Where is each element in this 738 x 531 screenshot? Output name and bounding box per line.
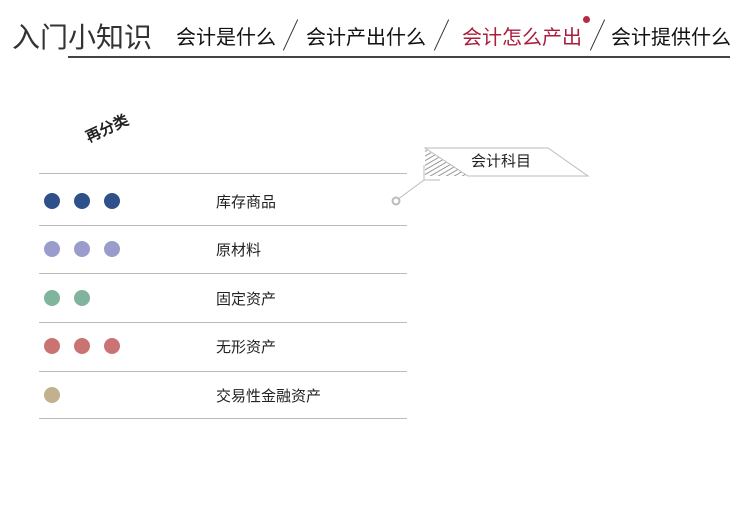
- row-divider: [39, 322, 407, 323]
- row-divider: [39, 273, 407, 274]
- tab-accounting-provides[interactable]: 会计提供什么: [611, 25, 731, 49]
- category-dot: [104, 338, 120, 354]
- tab-divider: [282, 19, 299, 51]
- category-dot: [44, 241, 60, 257]
- category-dot: [104, 193, 120, 209]
- category-dot: [44, 387, 60, 403]
- category-dot: [74, 338, 90, 354]
- callout-label: 会计科目: [471, 152, 532, 170]
- category-dot: [74, 193, 90, 209]
- category-dot: [44, 338, 60, 354]
- tab-how-accounting-produces[interactable]: 会计怎么产出: [462, 25, 582, 49]
- category-label: 库存商品: [216, 193, 277, 211]
- section-subtitle: 再分类: [82, 110, 132, 147]
- category-dot: [104, 241, 120, 257]
- tab-what-is-accounting[interactable]: 会计是什么: [176, 25, 276, 49]
- category-label: 原材料: [216, 241, 262, 259]
- category-label: 固定资产: [216, 290, 277, 308]
- page-title: 入门小知识: [12, 21, 153, 54]
- tab-divider: [589, 19, 606, 51]
- category-dot: [44, 290, 60, 306]
- category-label: 无形资产: [216, 338, 277, 356]
- row-divider: [39, 371, 407, 372]
- active-indicator-dot: [583, 16, 590, 23]
- row-divider: [39, 225, 407, 226]
- row-divider: [39, 173, 407, 174]
- tab-divider: [433, 19, 450, 51]
- category-label: 交易性金融资产: [216, 387, 322, 405]
- tab-accounting-output[interactable]: 会计产出什么: [306, 25, 426, 49]
- row-divider: [39, 418, 407, 419]
- callout-connector: [391, 147, 590, 206]
- category-dot: [74, 290, 90, 306]
- category-dot: [44, 193, 60, 209]
- category-dot: [74, 241, 90, 257]
- header-underline: [68, 56, 730, 58]
